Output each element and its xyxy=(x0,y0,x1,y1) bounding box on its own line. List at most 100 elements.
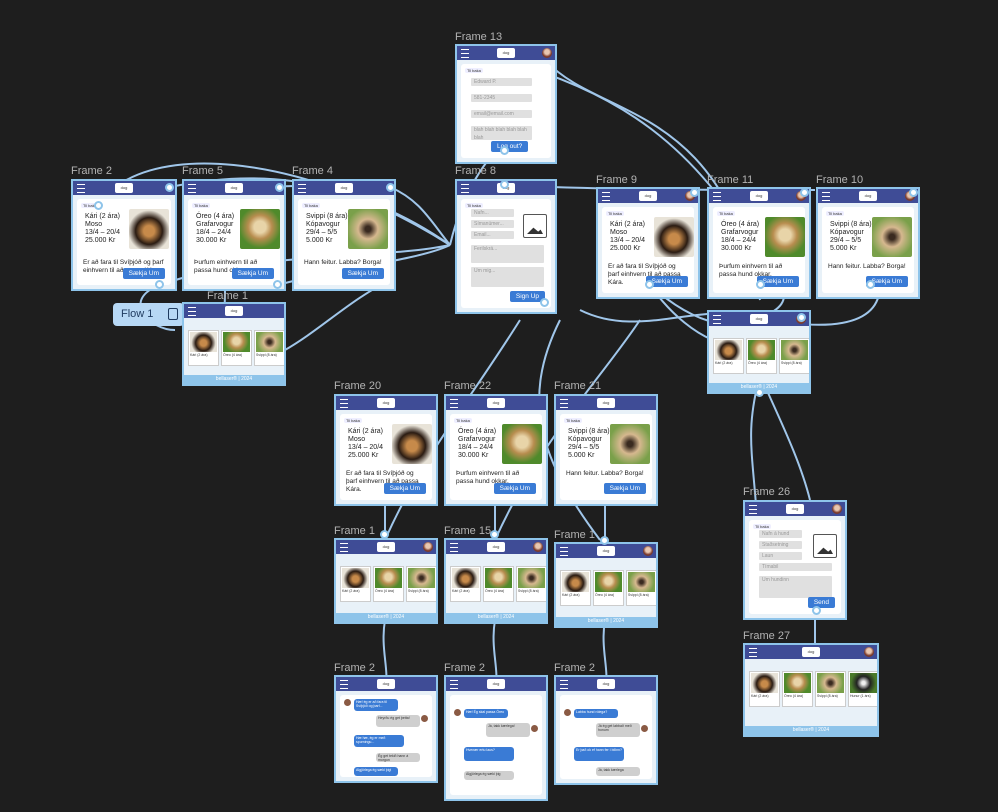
apply-button[interactable]: Sækja Um xyxy=(865,276,908,287)
name-input[interactable]: Nafn... xyxy=(471,209,514,217)
menu-icon[interactable] xyxy=(461,184,469,193)
menu-icon[interactable] xyxy=(340,543,348,552)
location-input[interactable]: Staðsetning xyxy=(759,541,802,549)
menu-icon[interactable] xyxy=(77,184,85,193)
connection-node[interactable] xyxy=(540,298,549,307)
apply-button[interactable]: Sækja Um xyxy=(493,483,536,494)
frame-chat-1[interactable]: dog Hæ! ég er að fara til Svíþjóð og þar… xyxy=(334,675,438,783)
frame-list-4[interactable]: dog Kári (2 ára) Óreo (4 ára) Svippi (8 … xyxy=(444,538,548,624)
connection-node[interactable] xyxy=(909,188,918,197)
menu-icon[interactable] xyxy=(713,315,721,324)
back-link[interactable]: Til baka xyxy=(564,418,582,423)
about-dog-input[interactable]: Um hundinn xyxy=(759,576,832,598)
connection-node[interactable] xyxy=(500,146,509,155)
frame-profile[interactable]: dog Til baka Edward P. 581-2345 email@em… xyxy=(455,44,557,164)
back-link[interactable]: Til baka xyxy=(81,203,99,208)
connection-node[interactable] xyxy=(94,201,103,210)
frame-list-1[interactable]: dog Kári (2 ára) Óreo (4 ára) Svippi (8 … xyxy=(182,302,286,386)
apply-button[interactable]: Sækja Um xyxy=(603,483,646,494)
frame-chat-3[interactable]: dog Labba hund rólega? Já ég get labbað … xyxy=(554,675,658,785)
connection-node[interactable] xyxy=(797,313,806,322)
menu-icon[interactable] xyxy=(461,49,469,58)
send-button[interactable]: Send xyxy=(807,597,835,608)
frame-list-5[interactable]: dog Kári (2 ára) Óreo (4 ára) Svippi (8 … xyxy=(554,542,658,628)
menu-icon[interactable] xyxy=(340,680,348,689)
menu-icon[interactable] xyxy=(450,399,458,408)
menu-icon[interactable] xyxy=(298,184,306,193)
connection-node[interactable] xyxy=(866,280,875,289)
connection-node[interactable] xyxy=(500,180,509,189)
connection-node[interactable] xyxy=(645,280,654,289)
connection-node[interactable] xyxy=(756,280,765,289)
connection-node[interactable] xyxy=(600,536,609,545)
frame-chat-2[interactable]: dog Hæ! Ég skal passa Óreo Já, takk kærl… xyxy=(444,675,548,801)
menu-icon[interactable] xyxy=(188,184,196,193)
back-link[interactable]: Til baka xyxy=(454,418,472,423)
pay-input[interactable]: Laun xyxy=(759,552,802,560)
apply-button[interactable]: Sækja Um xyxy=(756,276,799,287)
avatar[interactable] xyxy=(864,647,874,657)
dog-name-input[interactable]: Nafn á hund xyxy=(759,530,802,538)
menu-icon[interactable] xyxy=(560,680,568,689)
connection-node[interactable] xyxy=(273,280,282,289)
menu-icon[interactable] xyxy=(450,543,458,552)
back-link[interactable]: Til baka xyxy=(465,203,483,208)
back-link[interactable]: Til baka xyxy=(344,418,362,423)
image-upload-icon[interactable] xyxy=(813,534,837,558)
menu-icon[interactable] xyxy=(340,399,348,408)
connection-node[interactable] xyxy=(165,183,174,192)
menu-icon[interactable] xyxy=(822,192,830,201)
frame-dog-form[interactable]: dog Til baka Nafn á hund Staðsetning Lau… xyxy=(743,500,847,620)
avatar[interactable] xyxy=(685,191,695,201)
avatar[interactable] xyxy=(643,546,653,556)
image-upload-icon[interactable] xyxy=(523,214,547,238)
connection-node[interactable] xyxy=(812,606,821,615)
connection-node[interactable] xyxy=(490,530,499,539)
apply-button[interactable]: Sækja Um xyxy=(341,268,384,279)
phone-input[interactable]: Símanúmer... xyxy=(471,220,514,228)
menu-icon[interactable] xyxy=(749,648,757,657)
menu-icon[interactable] xyxy=(560,399,568,408)
back-link[interactable]: Til baka xyxy=(192,203,210,208)
connection-node[interactable] xyxy=(690,188,699,197)
apply-button[interactable]: Sækja Um xyxy=(383,483,426,494)
menu-icon[interactable] xyxy=(188,307,196,316)
back-link[interactable]: Til baka xyxy=(826,211,844,216)
back-link[interactable]: Til baka xyxy=(753,524,771,529)
flow-start-button[interactable]: Flow 1 xyxy=(113,303,184,326)
menu-icon[interactable] xyxy=(713,192,721,201)
frame-list-3[interactable]: dog Kári (2 ára) Óreo (4 ára) Svippi (8 … xyxy=(334,538,438,624)
menu-icon[interactable] xyxy=(450,680,458,689)
connection-node[interactable] xyxy=(155,280,164,289)
connection-node[interactable] xyxy=(755,388,764,397)
frame-list-2[interactable]: dog Kári (2 ára) Óreo (4 ára) Svippi (8 … xyxy=(707,310,811,394)
apply-button[interactable]: Sækja Um xyxy=(122,268,165,279)
back-link[interactable]: Til baka xyxy=(717,211,735,216)
email-input[interactable]: Email... xyxy=(471,231,514,239)
phone-field[interactable]: 581-2345 xyxy=(471,94,532,102)
avatar[interactable] xyxy=(533,542,543,552)
connection-node[interactable] xyxy=(386,183,395,192)
cv-input[interactable]: Ferilskrá... xyxy=(471,245,544,263)
about-input[interactable]: Um mig... xyxy=(471,267,544,287)
email-field[interactable]: email@email.com xyxy=(471,110,532,118)
back-link[interactable]: Til baka xyxy=(465,68,483,73)
name-field[interactable]: Edward P. xyxy=(471,78,532,86)
logout-button[interactable]: Log out? xyxy=(491,141,529,152)
back-link[interactable]: Til baka xyxy=(302,203,320,208)
frame-signup[interactable]: dog Til baka Nafn... Símanúmer... Email.… xyxy=(455,179,557,314)
period-input[interactable]: Tímabil xyxy=(759,563,832,571)
menu-icon[interactable] xyxy=(560,547,568,556)
connection-node[interactable] xyxy=(800,188,809,197)
back-link[interactable]: Til baka xyxy=(606,211,624,216)
menu-icon[interactable] xyxy=(602,192,610,201)
signup-button[interactable]: Sign Up xyxy=(509,291,545,302)
bio-field[interactable]: blah blah blah blah blah blah xyxy=(471,126,532,141)
